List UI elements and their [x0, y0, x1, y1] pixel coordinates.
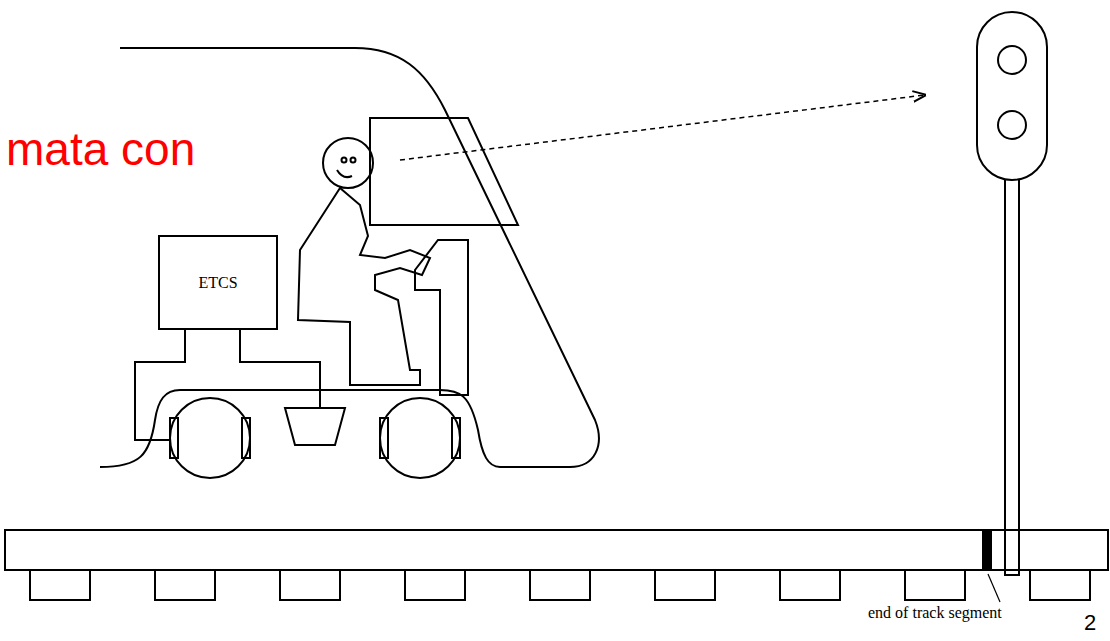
sleeper — [280, 570, 340, 600]
etcs-wires — [135, 330, 320, 440]
slide-title-fragment: mata con — [6, 122, 195, 176]
sleepers — [30, 570, 1090, 600]
segment-label: end of track segment — [868, 604, 1002, 622]
leader-line — [988, 574, 1000, 602]
sleeper — [1030, 570, 1090, 600]
sleeper — [155, 570, 215, 600]
train-body — [100, 48, 599, 467]
sleeper — [780, 570, 840, 600]
sleeper — [905, 570, 965, 600]
sleeper — [1030, 570, 1090, 600]
page-number: 2 — [1084, 610, 1096, 636]
sleeper — [405, 570, 465, 600]
unit-box: ETCS — [158, 235, 278, 330]
segment-end-mark — [983, 530, 991, 570]
sleeper — [655, 570, 715, 600]
wheels — [170, 398, 460, 478]
driver-figure — [298, 138, 468, 395]
sleeper — [530, 570, 590, 600]
rail — [5, 530, 1108, 570]
sensor-antenna — [285, 408, 345, 445]
cab-window — [370, 118, 518, 225]
sight-line — [400, 95, 925, 160]
unit-name: ETCS — [198, 274, 237, 292]
signal — [977, 12, 1047, 575]
sleeper — [30, 570, 90, 600]
